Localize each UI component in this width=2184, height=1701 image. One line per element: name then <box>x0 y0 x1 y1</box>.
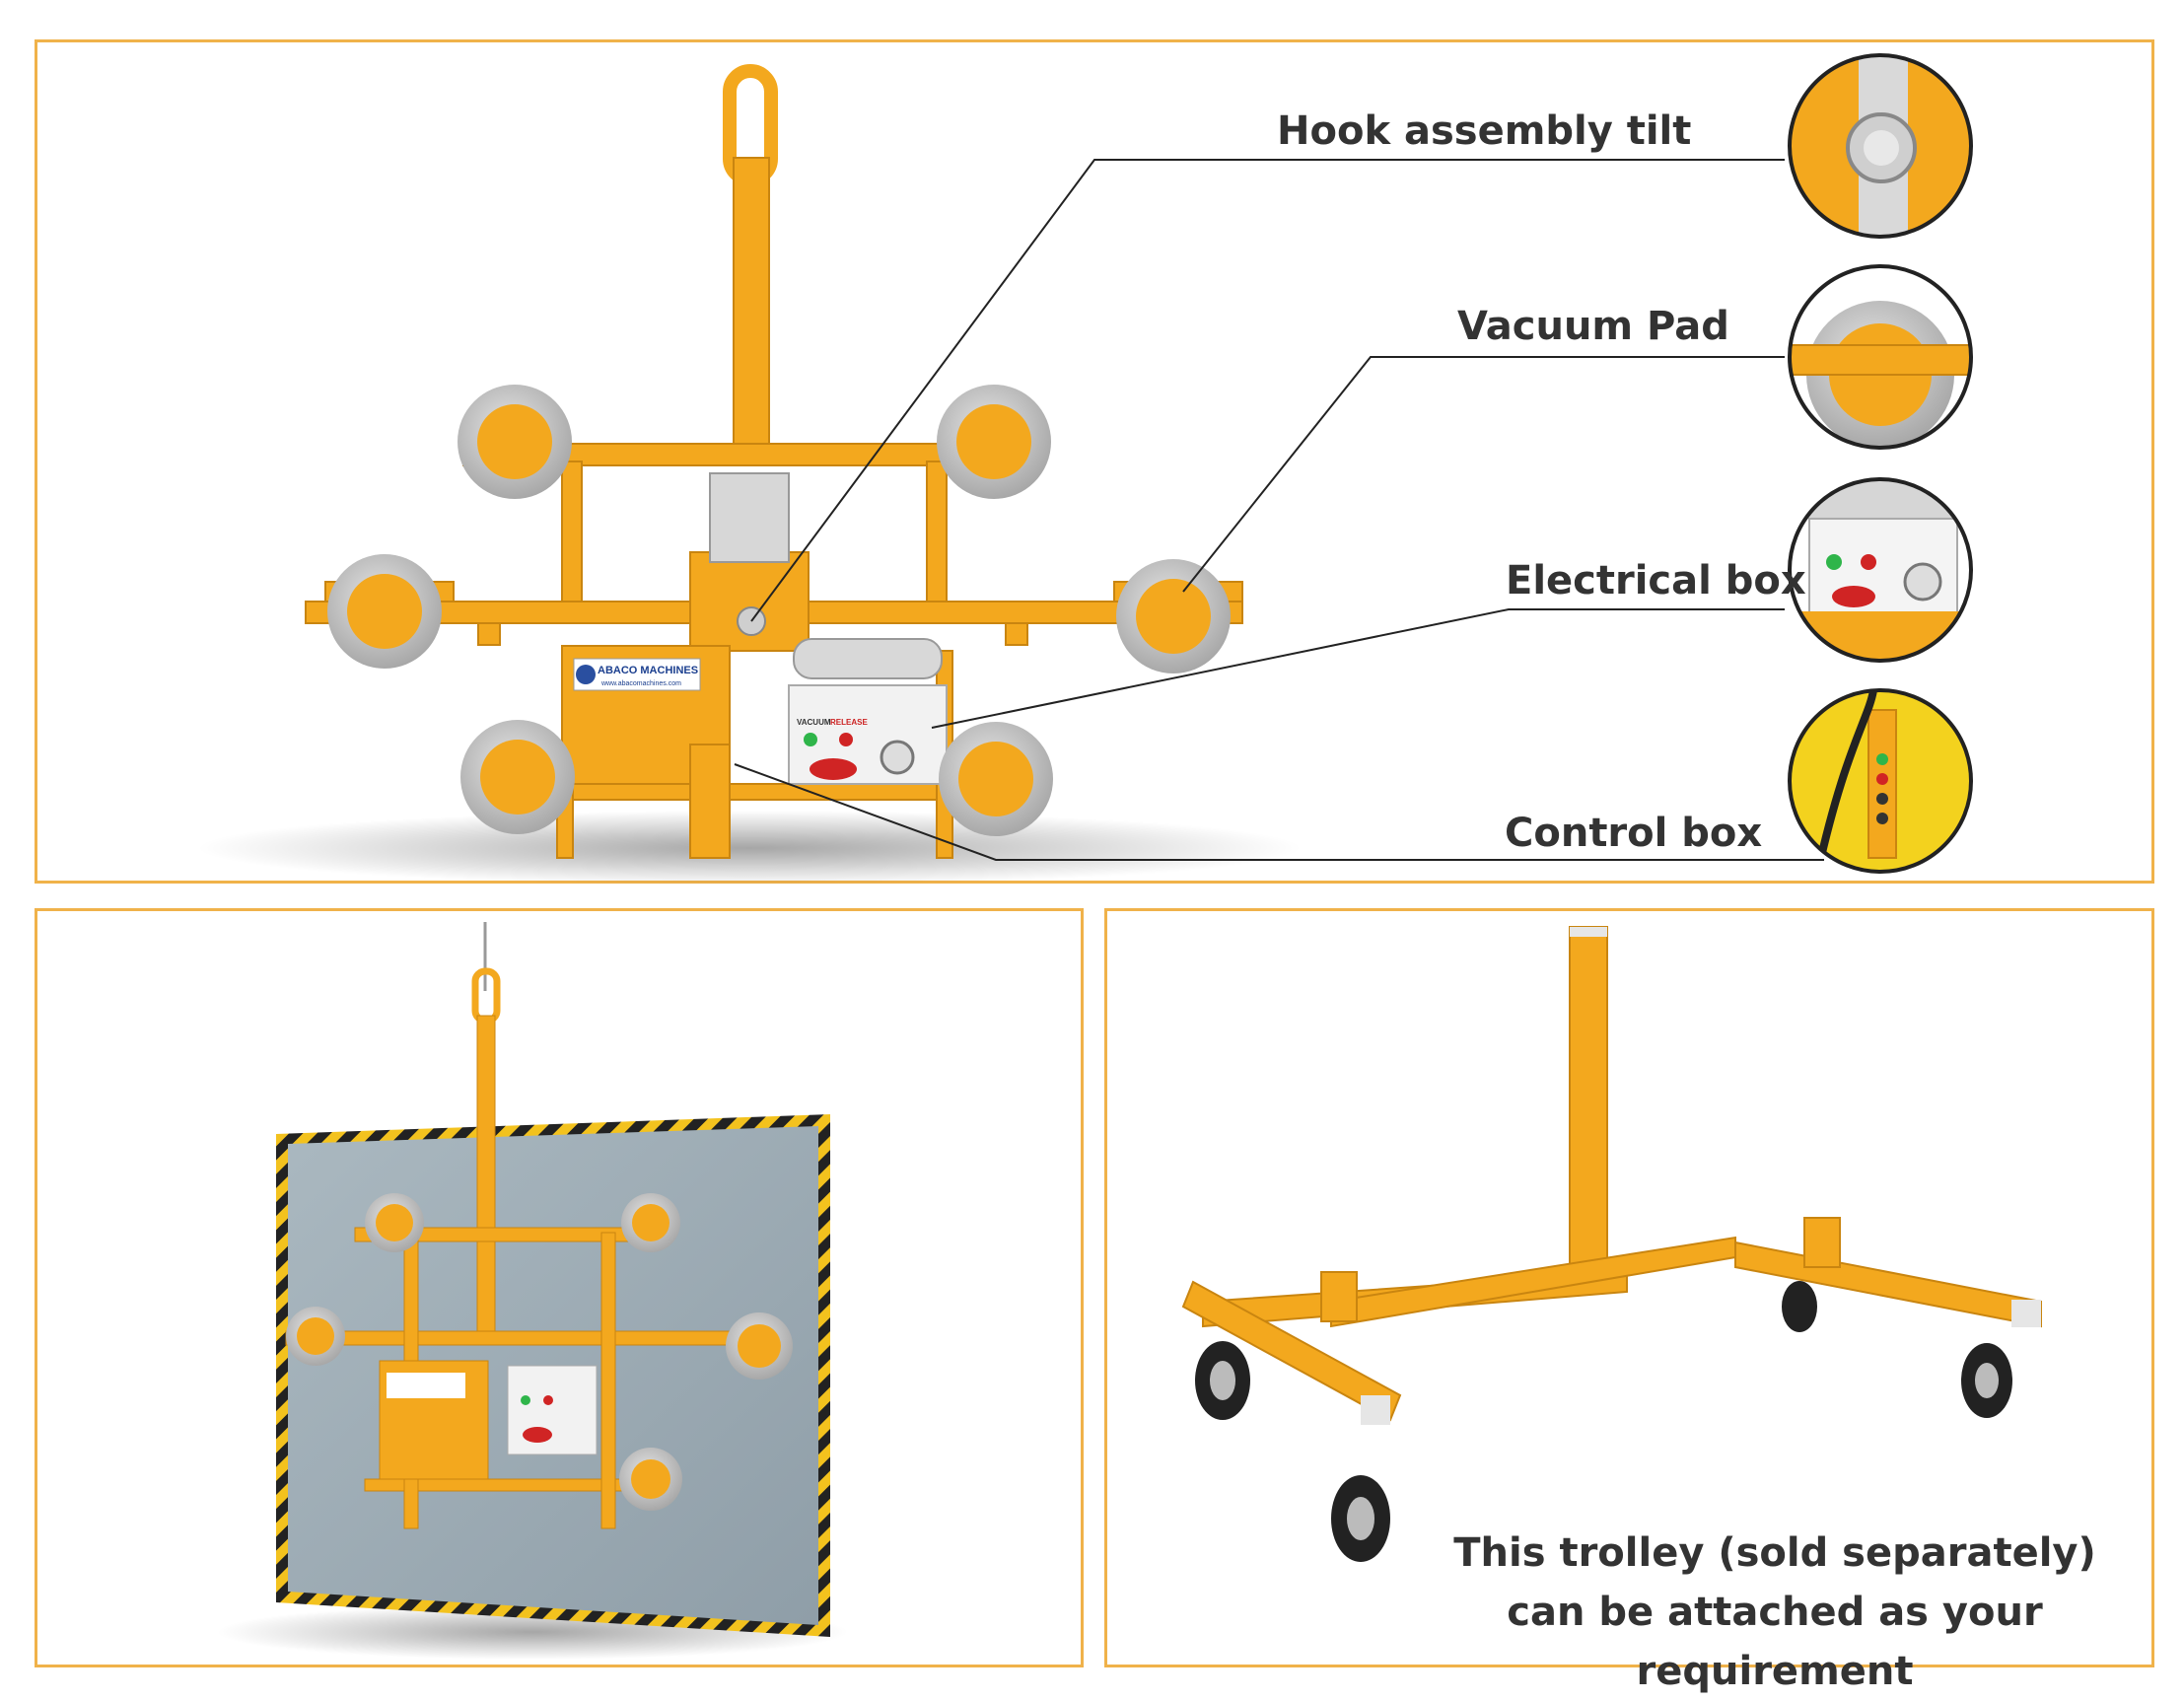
detail-electrical-circle <box>1788 477 1973 663</box>
vacuum-label: VACUUM <box>797 718 831 727</box>
trolley-panel <box>1104 908 2154 1667</box>
detail-hook-circle <box>1788 53 1973 239</box>
callout-hook-assembly-tilt: Hook assembly tilt <box>1277 108 1692 154</box>
trolley-note-line1: This trolley (sold separately) <box>1453 1530 2096 1576</box>
brand-name: ABACO MACHINES <box>598 665 698 676</box>
detail-control-circle <box>1788 688 1973 874</box>
release-label: RELEASE <box>830 718 868 727</box>
callout-vacuum-pad: Vacuum Pad <box>1457 304 1729 349</box>
trolley-illustration <box>1181 926 2042 1562</box>
lifter-with-glass-panel <box>217 922 848 1660</box>
detail-pad-circle <box>1788 264 1973 450</box>
brand-url: www.abacomachines.com <box>600 680 681 687</box>
trolley-note: This trolley (sold separately) can be at… <box>1400 1524 2149 1701</box>
vacuum-lifter-front-view: ABACO MACHINES www.abacomachines.com VAC… <box>197 64 1302 886</box>
vacuum-pad-group <box>327 385 1231 836</box>
callout-electrical-box: Electrical box <box>1506 558 1806 603</box>
callout-control-box: Control box <box>1505 811 1763 856</box>
trolley-note-line2: can be attached as your requirement <box>1507 1590 2043 1694</box>
callout-leader-lines <box>734 159 1824 861</box>
